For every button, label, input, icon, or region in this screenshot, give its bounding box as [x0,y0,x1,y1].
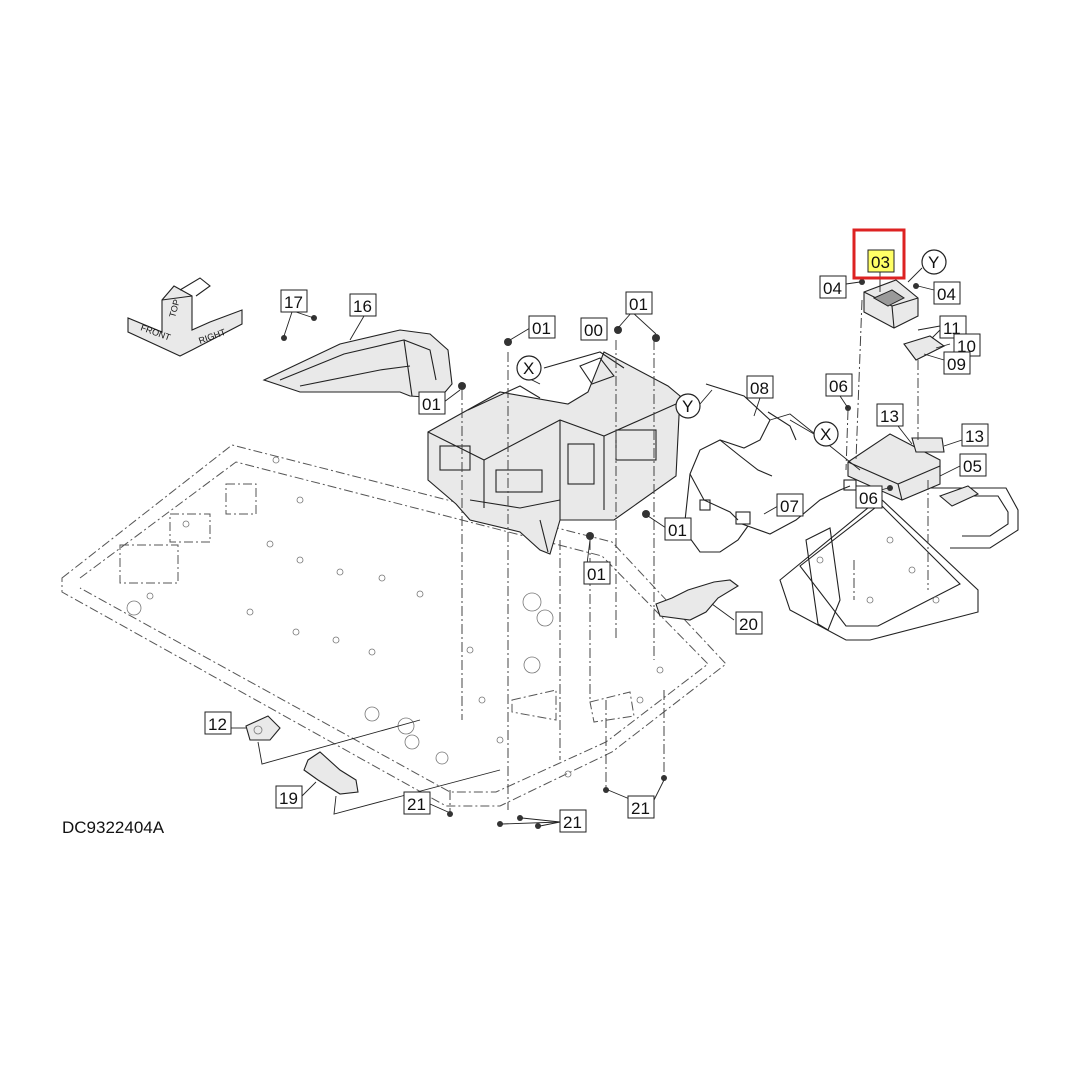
reference-x-right-label: X [820,425,831,444]
callout-01c[interactable]: 01 [418,391,446,415]
callout-21b[interactable]: 21 [559,809,587,833]
callout-16[interactable]: 16 [349,293,377,317]
callout-16-label: 16 [353,297,372,316]
callout-10[interactable]: 10 [953,333,981,357]
reference-x-left[interactable]: X [516,355,542,381]
callout-20-label: 20 [739,615,758,634]
assembly-lines [257,299,929,815]
callout-09-label: 09 [947,355,966,374]
callout-21a[interactable]: 21 [403,791,431,815]
pads [245,579,739,795]
callout-06b[interactable]: 06 [855,485,883,509]
callout-12[interactable]: 12 [204,711,232,735]
callout-21c[interactable]: 21 [627,795,655,819]
wire-harness [683,383,857,553]
floor-plate [61,444,727,807]
callout-04a-label: 04 [823,279,842,298]
reference-y-left-label: Y [682,397,693,416]
callout-01d[interactable]: 01 [664,517,692,541]
callout-06b-label: 06 [859,489,878,508]
orientation-label-top: TOP [167,298,181,318]
callout-13a-label: 13 [880,407,899,426]
callout-01a[interactable]: 01 [528,315,556,339]
callout-03-highlighted[interactable]: 03 [852,228,906,280]
callout-21c-label: 21 [631,799,650,818]
callout-01c-label: 01 [422,395,441,414]
callout-01e-label: 01 [587,565,606,584]
reference-x-right[interactable]: X [813,421,839,447]
callout-13b-label: 13 [965,427,984,446]
callout-17[interactable]: 17 [280,289,308,313]
callout-21a-label: 21 [407,795,426,814]
reference-markers: X X Y Y [516,249,947,447]
callout-07[interactable]: 07 [776,493,804,517]
callout-leaders [230,267,963,827]
callout-06a-label: 06 [829,377,848,396]
reference-x-left-label: X [523,359,534,378]
callout-04b-label: 04 [937,285,956,304]
callout-13b[interactable]: 13 [961,423,989,447]
callout-08[interactable]: 08 [746,375,774,399]
callout-05[interactable]: 05 [959,453,987,477]
callout-13a[interactable]: 13 [876,403,904,427]
callout-10-label: 10 [957,337,976,356]
callout-12-label: 12 [208,715,227,734]
callout-03-label: 03 [871,253,890,272]
controller-module [863,279,946,361]
callout-01b[interactable]: 01 [625,291,653,315]
callout-01b-label: 01 [629,295,648,314]
callout-08-label: 08 [750,379,769,398]
air-duct [262,329,453,399]
right-bracket-frame [779,487,1019,641]
callout-04a[interactable]: 04 [819,275,847,299]
drawing-code: DC9322404A [62,818,165,837]
orientation-badge: TOP FRONT RIGHT [127,277,243,357]
reference-y-left[interactable]: Y [675,393,701,419]
callout-19-label: 19 [279,789,298,808]
callout-04b[interactable]: 04 [933,281,961,305]
callout-01a-label: 01 [532,319,551,338]
callout-17-label: 17 [284,293,303,312]
bolts [281,279,919,829]
hvac-unit [427,351,681,555]
callout-01e[interactable]: 01 [583,561,611,585]
callout-20[interactable]: 20 [735,611,763,635]
callout-01d-label: 01 [668,521,687,540]
callout-19[interactable]: 19 [275,785,303,809]
callout-06a[interactable]: 06 [825,373,853,397]
callout-05-label: 05 [963,457,982,476]
callout-21b-label: 21 [563,813,582,832]
callout-09[interactable]: 09 [943,351,971,375]
reference-y-right-label: Y [928,253,939,272]
callout-11-label: 11 [943,319,961,338]
callouts: 17 16 01 00 01 01 01 01 08 07 06 06 13 1… [204,228,989,833]
mounting-bracket [847,433,980,507]
callout-11[interactable]: 11 [939,315,967,339]
callout-07-label: 07 [780,497,799,516]
callout-00[interactable]: 00 [580,317,608,341]
reference-y-right[interactable]: Y [921,249,947,275]
callout-00-label: 00 [584,321,603,340]
